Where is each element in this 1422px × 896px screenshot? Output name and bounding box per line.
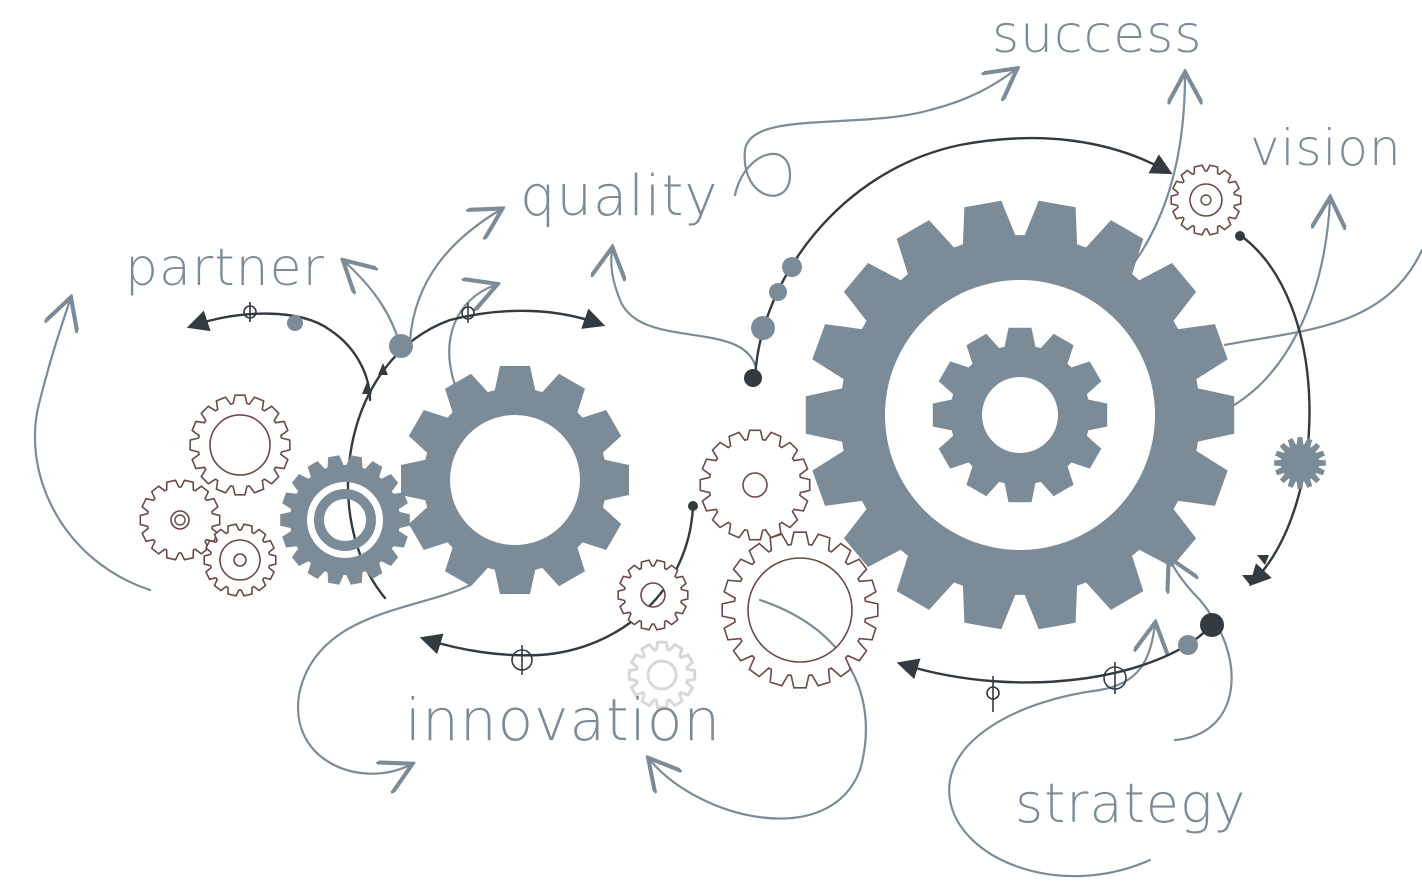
small-outline-gear-top-right (1170, 164, 1242, 236)
label-innovation: innovation (405, 686, 721, 754)
arrow-to-success (733, 70, 1015, 197)
label-partner: partner (125, 238, 325, 298)
huge-gear-right (805, 200, 1235, 630)
track-right-side (1238, 233, 1311, 587)
arrow-vision-right (1223, 248, 1422, 347)
label-vision: vision (1250, 119, 1402, 177)
arrow-to-quality (408, 210, 500, 342)
flow-arrows (33, 70, 1422, 878)
small-hub (174, 514, 186, 526)
arrow-up-success (1123, 75, 1185, 277)
track-markers (243, 231, 1269, 712)
outline-gear-large-center (721, 531, 879, 689)
arrow-loop-strategy (948, 625, 1155, 878)
arrow-innovation-return (650, 598, 868, 820)
arrow-to-innovation (297, 583, 472, 774)
gears-group (139, 164, 1326, 710)
small-solid-gear-right (1274, 437, 1326, 489)
large-gear-left (401, 366, 629, 594)
ring-gear-inner-ring (314, 489, 376, 551)
track-right-bottom (896, 623, 1214, 684)
arrow-to-partner (345, 262, 402, 347)
outline-gear-small-center (617, 559, 689, 631)
outline-gear-bottom-left (203, 523, 277, 597)
track-partner (186, 310, 372, 402)
label-strategy: strategy (1015, 772, 1246, 835)
arrow-to-partner-left (33, 300, 152, 592)
concept-labels: success vision quality partner innovatio… (125, 5, 1402, 835)
gear-hub (233, 553, 247, 567)
outline-gear-center (699, 429, 811, 541)
outline-gear-top-left (189, 394, 291, 496)
small-gear-hub (1200, 194, 1212, 206)
label-success: success (992, 5, 1202, 65)
faint-gear (627, 640, 697, 710)
track-left-top (346, 308, 606, 600)
arrow-to-quality-return (611, 250, 757, 367)
ring-gear-left (280, 455, 410, 585)
inner-gear-right (932, 327, 1108, 503)
label-quality: quality (520, 164, 719, 229)
track-left-bottom (419, 503, 695, 657)
arrow-small-up (448, 285, 495, 387)
orbit-tracks (186, 136, 1311, 684)
outline-gear-mid-left (139, 479, 221, 561)
